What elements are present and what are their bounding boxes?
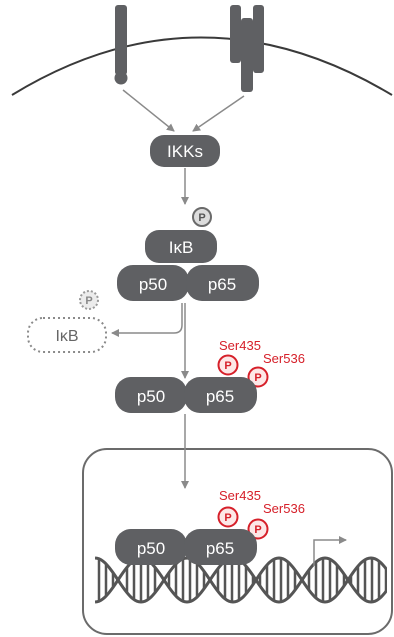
nfkb-complex-cytoplasm: p50 p65 — [117, 265, 259, 301]
svg-text:P: P — [224, 512, 231, 524]
receptor-single — [114, 5, 128, 85]
nfkb-complex-active: p50 p65 — [115, 377, 257, 413]
ikb-released-label: IκB — [55, 328, 78, 345]
p65-label-b: p65 — [206, 387, 234, 406]
ser435-label-c: Ser435 — [219, 488, 261, 503]
p65-label-a: p65 — [208, 275, 236, 294]
arrow-receptor1-to-ikks — [122, 89, 175, 132]
receptor-complex — [230, 5, 264, 92]
phospho-ikb-label: P — [198, 212, 205, 224]
svg-text:P: P — [254, 372, 261, 384]
p65-label-c: p65 — [206, 539, 234, 558]
phospho-ser435-icon-b: P — [217, 354, 239, 376]
p50-label-a: p50 — [139, 275, 167, 294]
phospho-ser435-icon-c: P — [217, 506, 239, 528]
cell-membrane — [11, 36, 393, 96]
p50-label-b: p50 — [137, 387, 165, 406]
phospho-ikb-icon: P — [192, 207, 212, 227]
phospho-ser536-icon-b: P — [247, 366, 269, 388]
nfkb-complex-nuclear: p50 p65 — [115, 529, 257, 565]
ikks-label: IKKs — [167, 142, 203, 161]
phospho-released-label: P — [85, 295, 92, 307]
ikb-bound-node: IκB — [145, 230, 217, 263]
phospho-released-icon: P — [79, 290, 99, 310]
p50-label-c: p50 — [137, 539, 165, 558]
ser536-label-b: Ser536 — [263, 351, 305, 366]
nucleus — [82, 448, 393, 635]
arrow-receptor2-to-ikks — [192, 95, 245, 132]
svg-text:P: P — [254, 524, 261, 536]
arrow-ikb-release — [111, 303, 183, 337]
transcription-start-arrow — [313, 536, 347, 566]
ikb-released-node: IκB — [27, 317, 107, 353]
ser435-label-b: Ser435 — [219, 338, 261, 353]
svg-text:P: P — [224, 360, 231, 372]
ikb-bound-label: IκB — [169, 238, 194, 257]
ikks-node: IKKs — [150, 135, 220, 167]
ser536-label-c: Ser536 — [263, 501, 305, 516]
phospho-ser536-icon-c: P — [247, 518, 269, 540]
